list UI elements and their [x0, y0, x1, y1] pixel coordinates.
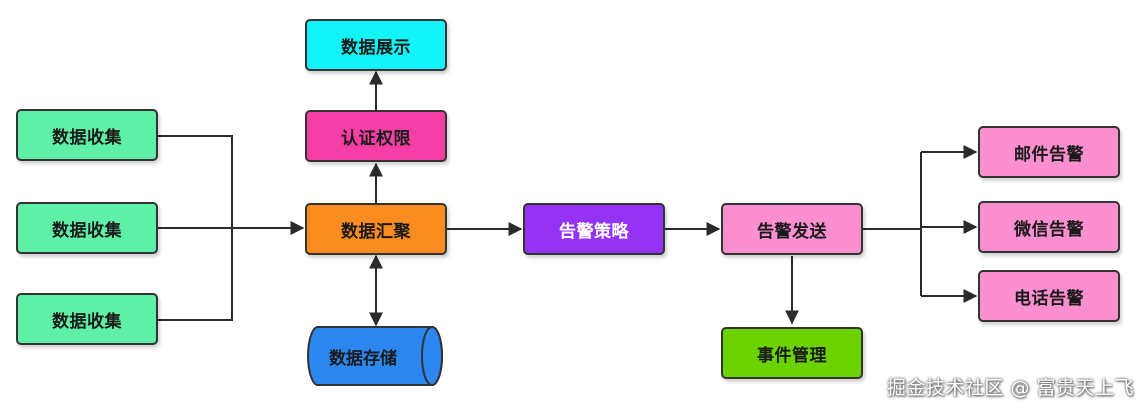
- aggregate-node: 数据汇聚: [305, 203, 447, 255]
- collect-node-2-label: 数据收集: [52, 220, 122, 241]
- alert-policy-node: 告警策略: [523, 203, 665, 255]
- wechat-alert-node-label: 微信告警: [1014, 219, 1084, 240]
- collect-node-3-label: 数据收集: [52, 311, 122, 332]
- mail-alert-node-label: 邮件告警: [1014, 144, 1084, 165]
- mail-alert-node: 邮件告警: [978, 126, 1120, 178]
- collect-node-2: 数据收集: [16, 202, 158, 254]
- auth-node-label: 认证权限: [341, 128, 411, 149]
- display-node-label: 数据展示: [341, 37, 411, 58]
- collect-node-1: 数据收集: [16, 109, 158, 161]
- aggregate-node-label: 数据汇聚: [341, 221, 411, 242]
- collect-node-1-label: 数据收集: [52, 127, 122, 148]
- storage-cylinder: [307, 326, 443, 386]
- display-node: 数据展示: [305, 19, 447, 71]
- storage-node-label: 数据存储: [329, 348, 397, 369]
- event-mgmt-node-label: 事件管理: [757, 345, 827, 366]
- collect-node-3: 数据收集: [16, 293, 158, 345]
- alert-send-node-label: 告警发送: [757, 221, 827, 242]
- alert-policy-node-label: 告警策略: [559, 221, 629, 242]
- alert-send-node: 告警发送: [721, 203, 863, 255]
- watermark-text: 掘金技术社区 @ 富贵天上飞: [886, 377, 1134, 399]
- auth-node: 认证权限: [305, 110, 447, 162]
- event-mgmt-node: 事件管理: [721, 327, 863, 379]
- wechat-alert-node: 微信告警: [978, 201, 1120, 253]
- phone-alert-node: 电话告警: [978, 270, 1120, 322]
- phone-alert-node-label: 电话告警: [1014, 288, 1084, 309]
